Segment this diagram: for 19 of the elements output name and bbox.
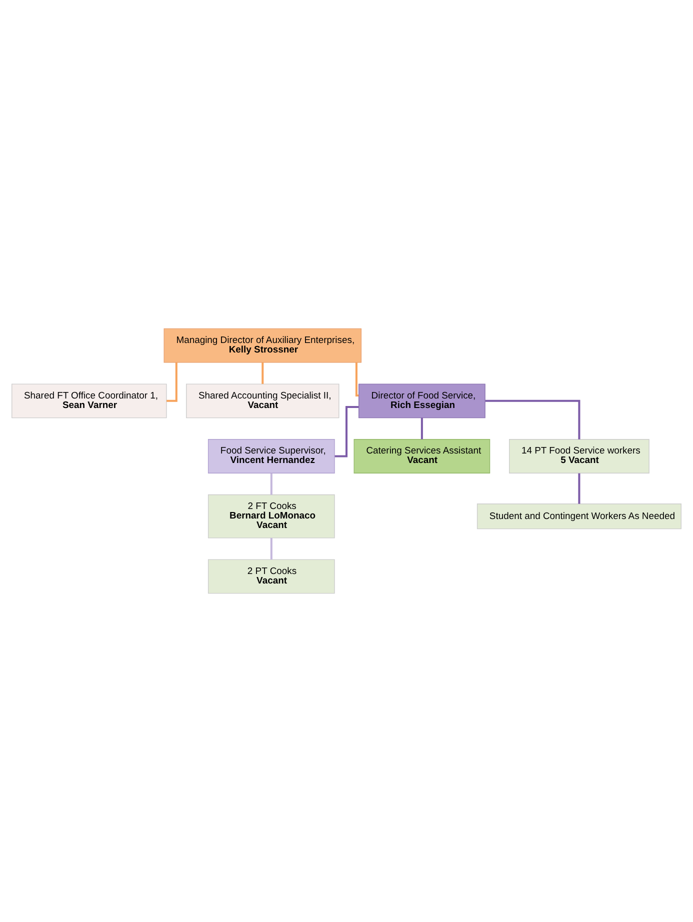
connector <box>485 400 580 440</box>
node-box: Student and Contingent Workers As Needed <box>476 504 682 530</box>
connector <box>166 362 178 402</box>
connector <box>270 538 272 560</box>
node-box: Shared FT Office Coordinator 1, Sean Varner <box>12 384 167 418</box>
connector <box>578 473 580 504</box>
node-box: Food Service Supervisor, Vincent Hernandez <box>208 439 335 474</box>
connector <box>262 362 264 384</box>
connector <box>270 473 272 495</box>
node-box: Managing Director of Auxiliary Enterprises, Kelly Strossner <box>164 328 362 363</box>
connector <box>420 418 423 440</box>
node-box: 2 PT Cooks Vacant <box>208 559 335 594</box>
node-box: Director of Food Service, Rich Essegian <box>358 384 486 418</box>
connector <box>355 362 359 397</box>
node-box: Catering Services Assistant Vacant <box>354 439 490 474</box>
node-box: Shared Accounting Specialist II, Vacant <box>186 384 340 418</box>
connector <box>334 406 359 458</box>
node-box: 2 FT Cooks Bernard LoMonaco Vacant <box>208 494 335 538</box>
node-box: 14 PT Food Service workers 5 Vacant <box>509 439 650 474</box>
